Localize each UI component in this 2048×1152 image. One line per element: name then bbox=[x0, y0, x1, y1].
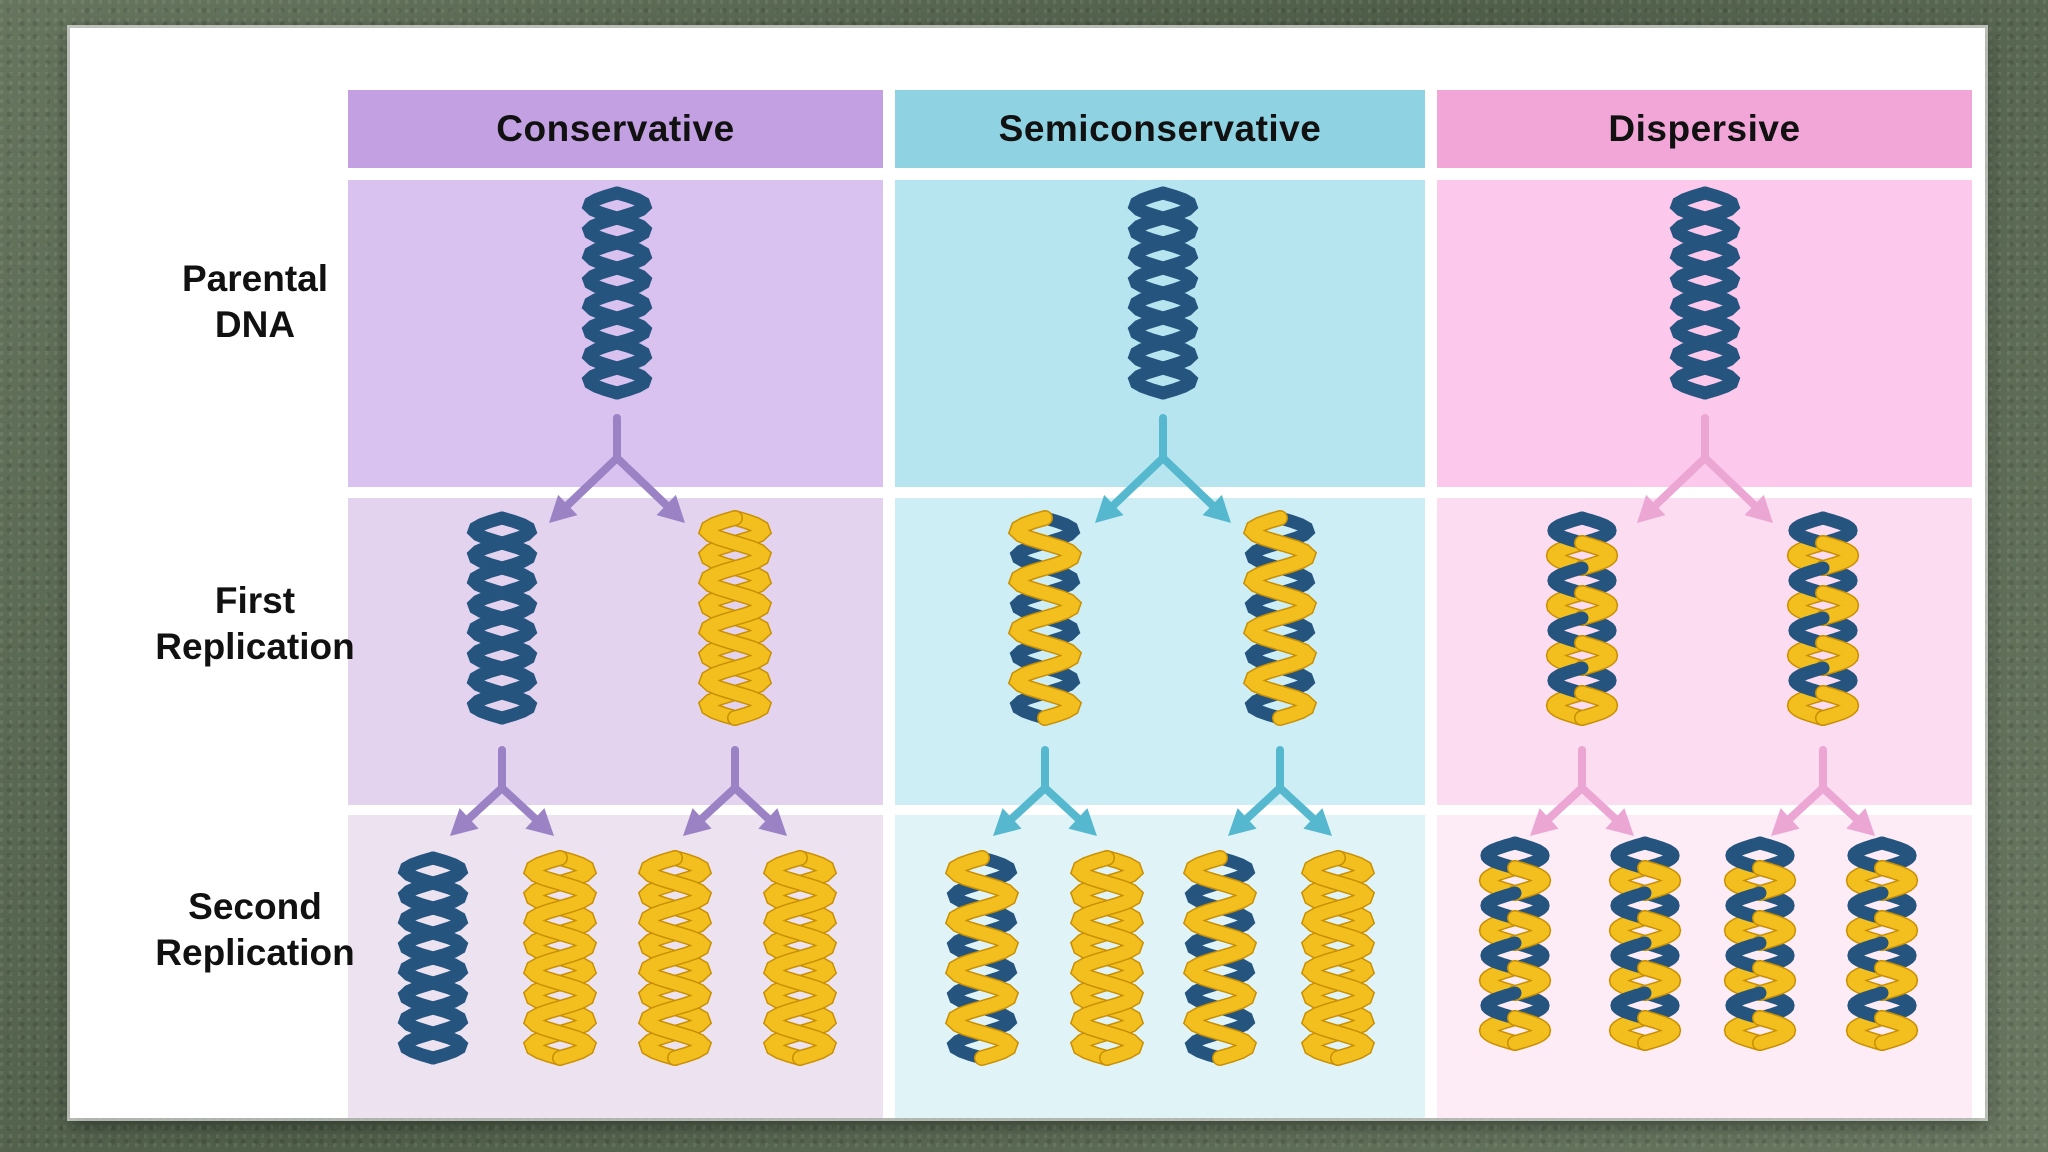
helix-dispersive-second-1 bbox=[1478, 836, 1552, 1051]
arrow-conservative-2b bbox=[683, 746, 787, 836]
helix-conservative-first-2 bbox=[697, 510, 773, 726]
helix-conservative-second-2 bbox=[522, 850, 598, 1066]
arrow-semiconservative-2b bbox=[1228, 746, 1332, 836]
helix-semiconservative-second-4 bbox=[1300, 850, 1376, 1066]
arrow-conservative-2a bbox=[450, 746, 554, 836]
helix-conservative-second-1 bbox=[397, 851, 469, 1065]
cell-dispersive-first bbox=[1437, 498, 1972, 805]
helix-semiconservative-first-2 bbox=[1242, 510, 1318, 726]
cell-conservative-first bbox=[348, 498, 883, 805]
helix-dispersive-second-4 bbox=[1845, 836, 1919, 1051]
arrow-dispersive-2a bbox=[1530, 746, 1634, 836]
replication-diagram bbox=[348, 180, 1972, 1118]
helix-dispersive-second-3 bbox=[1723, 836, 1797, 1051]
helix-conservative-second-4 bbox=[762, 850, 838, 1066]
arrow-dispersive-1 bbox=[1637, 414, 1773, 523]
diagram-card: Conservative Semiconservative Dispersive… bbox=[70, 28, 1985, 1118]
helix-conservative-first-1 bbox=[466, 511, 538, 725]
arrow-semiconservative-2a bbox=[993, 746, 1097, 836]
helix-semiconservative-second-3 bbox=[1182, 850, 1258, 1066]
helix-semiconservative-first-1 bbox=[1007, 510, 1083, 726]
helix-semiconservative-second-2 bbox=[1069, 850, 1145, 1066]
cell-semiconservative-first bbox=[895, 498, 1425, 805]
helix-dispersive-parental bbox=[1669, 186, 1741, 400]
helix-semiconservative-parental bbox=[1127, 186, 1199, 400]
column-header-conservative: Conservative bbox=[348, 90, 883, 168]
helix-dispersive-first-1 bbox=[1545, 511, 1619, 726]
helix-dispersive-second-2 bbox=[1608, 836, 1682, 1051]
arrow-dispersive-2b bbox=[1771, 746, 1875, 836]
helix-conservative-second-3 bbox=[637, 850, 713, 1066]
helix-conservative-parental bbox=[581, 186, 653, 400]
arrow-conservative-1 bbox=[549, 414, 685, 523]
column-header-dispersive: Dispersive bbox=[1437, 90, 1972, 168]
helix-dispersive-first-2 bbox=[1786, 511, 1860, 726]
helix-semiconservative-second-1 bbox=[944, 850, 1020, 1066]
column-header-semiconservative: Semiconservative bbox=[895, 90, 1425, 168]
arrow-semiconservative-1 bbox=[1095, 414, 1231, 523]
